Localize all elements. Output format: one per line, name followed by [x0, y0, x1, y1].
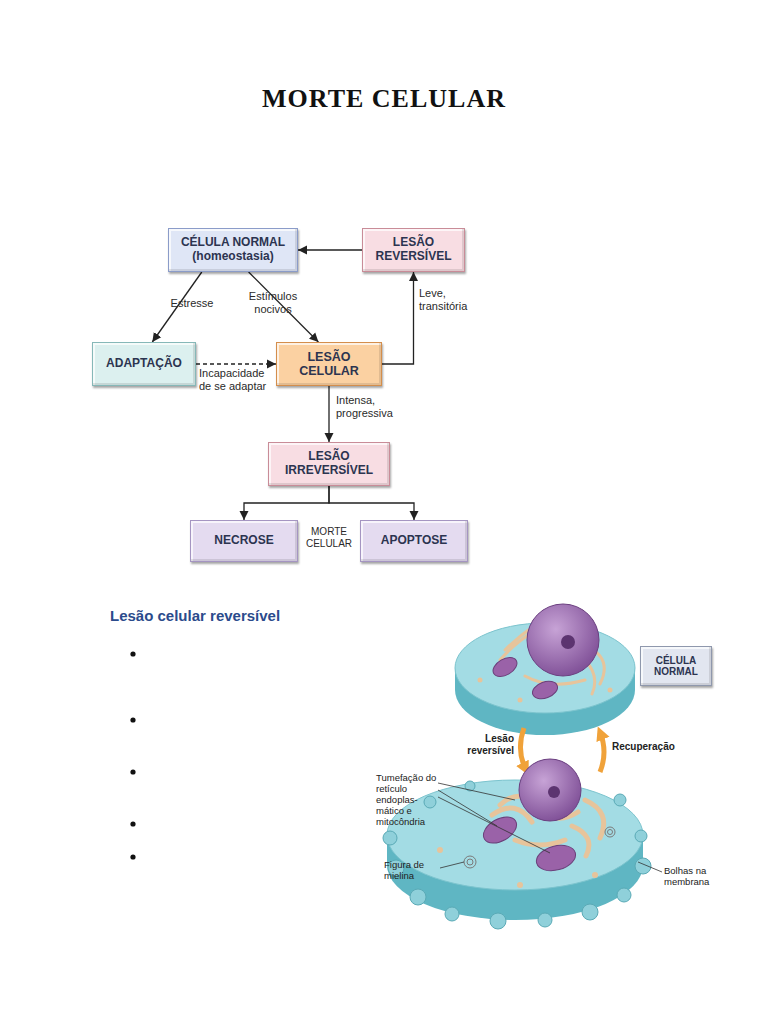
process-box: LESÃO IRREVERSÍVEL: [268, 442, 390, 486]
swollen-mitochondrion: [479, 811, 521, 848]
leader-line: [638, 862, 662, 872]
nucleus: [519, 759, 581, 821]
bullet: [130, 821, 135, 826]
box-text: LESÃO REVERSÍVEL: [369, 236, 458, 264]
box-text: ADAPTAÇÃO: [106, 357, 182, 371]
membrane-bleb: [582, 904, 598, 920]
bullet: [130, 854, 135, 859]
process-box: CÉLULA NORMAL (homeostasia): [168, 228, 298, 272]
membrane-bleb: [383, 831, 397, 845]
granule: [592, 872, 598, 878]
granule: [517, 882, 523, 888]
box-text: APOPTOSE: [381, 534, 447, 548]
nucleolus: [561, 635, 575, 649]
membrane-bleb: [614, 794, 626, 806]
flow-arrow: [244, 486, 329, 520]
process-box: APOPTOSE: [360, 520, 468, 562]
page-title: MORTE CELULAR: [0, 84, 768, 114]
label-box: CÉLULA NORMAL: [640, 646, 712, 686]
myelin-figure: [464, 856, 476, 868]
edge-label: Incapacidade de se adaptar: [199, 367, 273, 392]
swollen-mitochondrion: [534, 841, 579, 875]
box-text: CÉLULA NORMAL: [647, 655, 705, 678]
membrane-bleb: [490, 913, 506, 929]
edge-label: Intensa, progressiva: [336, 394, 408, 419]
bullet: [130, 651, 135, 656]
membrane-bleb: [424, 796, 436, 808]
process-box: LESÃO REVERSÍVEL: [362, 228, 465, 272]
nucleus: [527, 604, 599, 676]
leader-line: [440, 862, 464, 868]
box-text: LESÃO CELULAR: [283, 350, 375, 379]
side-caption: MORTE CELULAR: [298, 526, 360, 549]
process-box: NECROSE: [190, 520, 298, 562]
edge-label: Estímulos nocivos: [236, 290, 310, 315]
arrow-caption: Lesão reversível: [452, 733, 514, 756]
bullet: [130, 769, 135, 774]
arrow-caption: Recuperação: [612, 741, 702, 753]
leader-line: [438, 797, 550, 853]
injury-arrow: [520, 728, 526, 770]
section-heading: Lesão celular reversível: [110, 607, 430, 624]
edge-label: Leve, transitória: [419, 287, 481, 312]
myelin-figure: [608, 830, 613, 835]
flow-arrow: [328, 386, 329, 442]
flow-arrow: [329, 486, 414, 520]
box-text: LESÃO IRREVERSÍVEL: [275, 450, 383, 478]
flow-arrow: [298, 249, 362, 250]
dashed-arrow: [196, 363, 276, 364]
myelin-figure: [467, 859, 473, 865]
mitochondrion: [530, 678, 560, 702]
granule: [437, 847, 443, 853]
box-text: NECROSE: [214, 534, 273, 548]
callout-label: Bolhas na membrana: [664, 866, 734, 888]
mitochondrion: [490, 654, 521, 681]
callout-label: Figura de mielina: [384, 860, 444, 882]
process-box: LESÃO CELULAR: [276, 342, 382, 386]
membrane-bleb: [410, 889, 426, 905]
edge-label: Estresse: [162, 297, 222, 310]
membrane-bleb: [445, 907, 459, 921]
membrane-bleb: [538, 913, 552, 927]
recovery-arrow: [600, 732, 604, 772]
membrane-bleb: [617, 888, 631, 902]
granule: [518, 698, 523, 703]
granule: [608, 688, 613, 693]
membrane-bleb: [635, 830, 647, 842]
myelin-figure: [605, 827, 615, 837]
callout-label: Tumefação do retículo endoplas- mático e…: [376, 773, 438, 828]
flow-arrow: [382, 272, 414, 364]
bullet: [130, 717, 135, 722]
leader-line: [438, 790, 497, 826]
nucleolus: [548, 786, 560, 798]
granule: [478, 678, 483, 683]
box-text: CÉLULA NORMAL (homeostasia): [175, 236, 291, 264]
process-box: ADAPTAÇÃO: [92, 342, 196, 386]
cell-top: [387, 780, 643, 890]
